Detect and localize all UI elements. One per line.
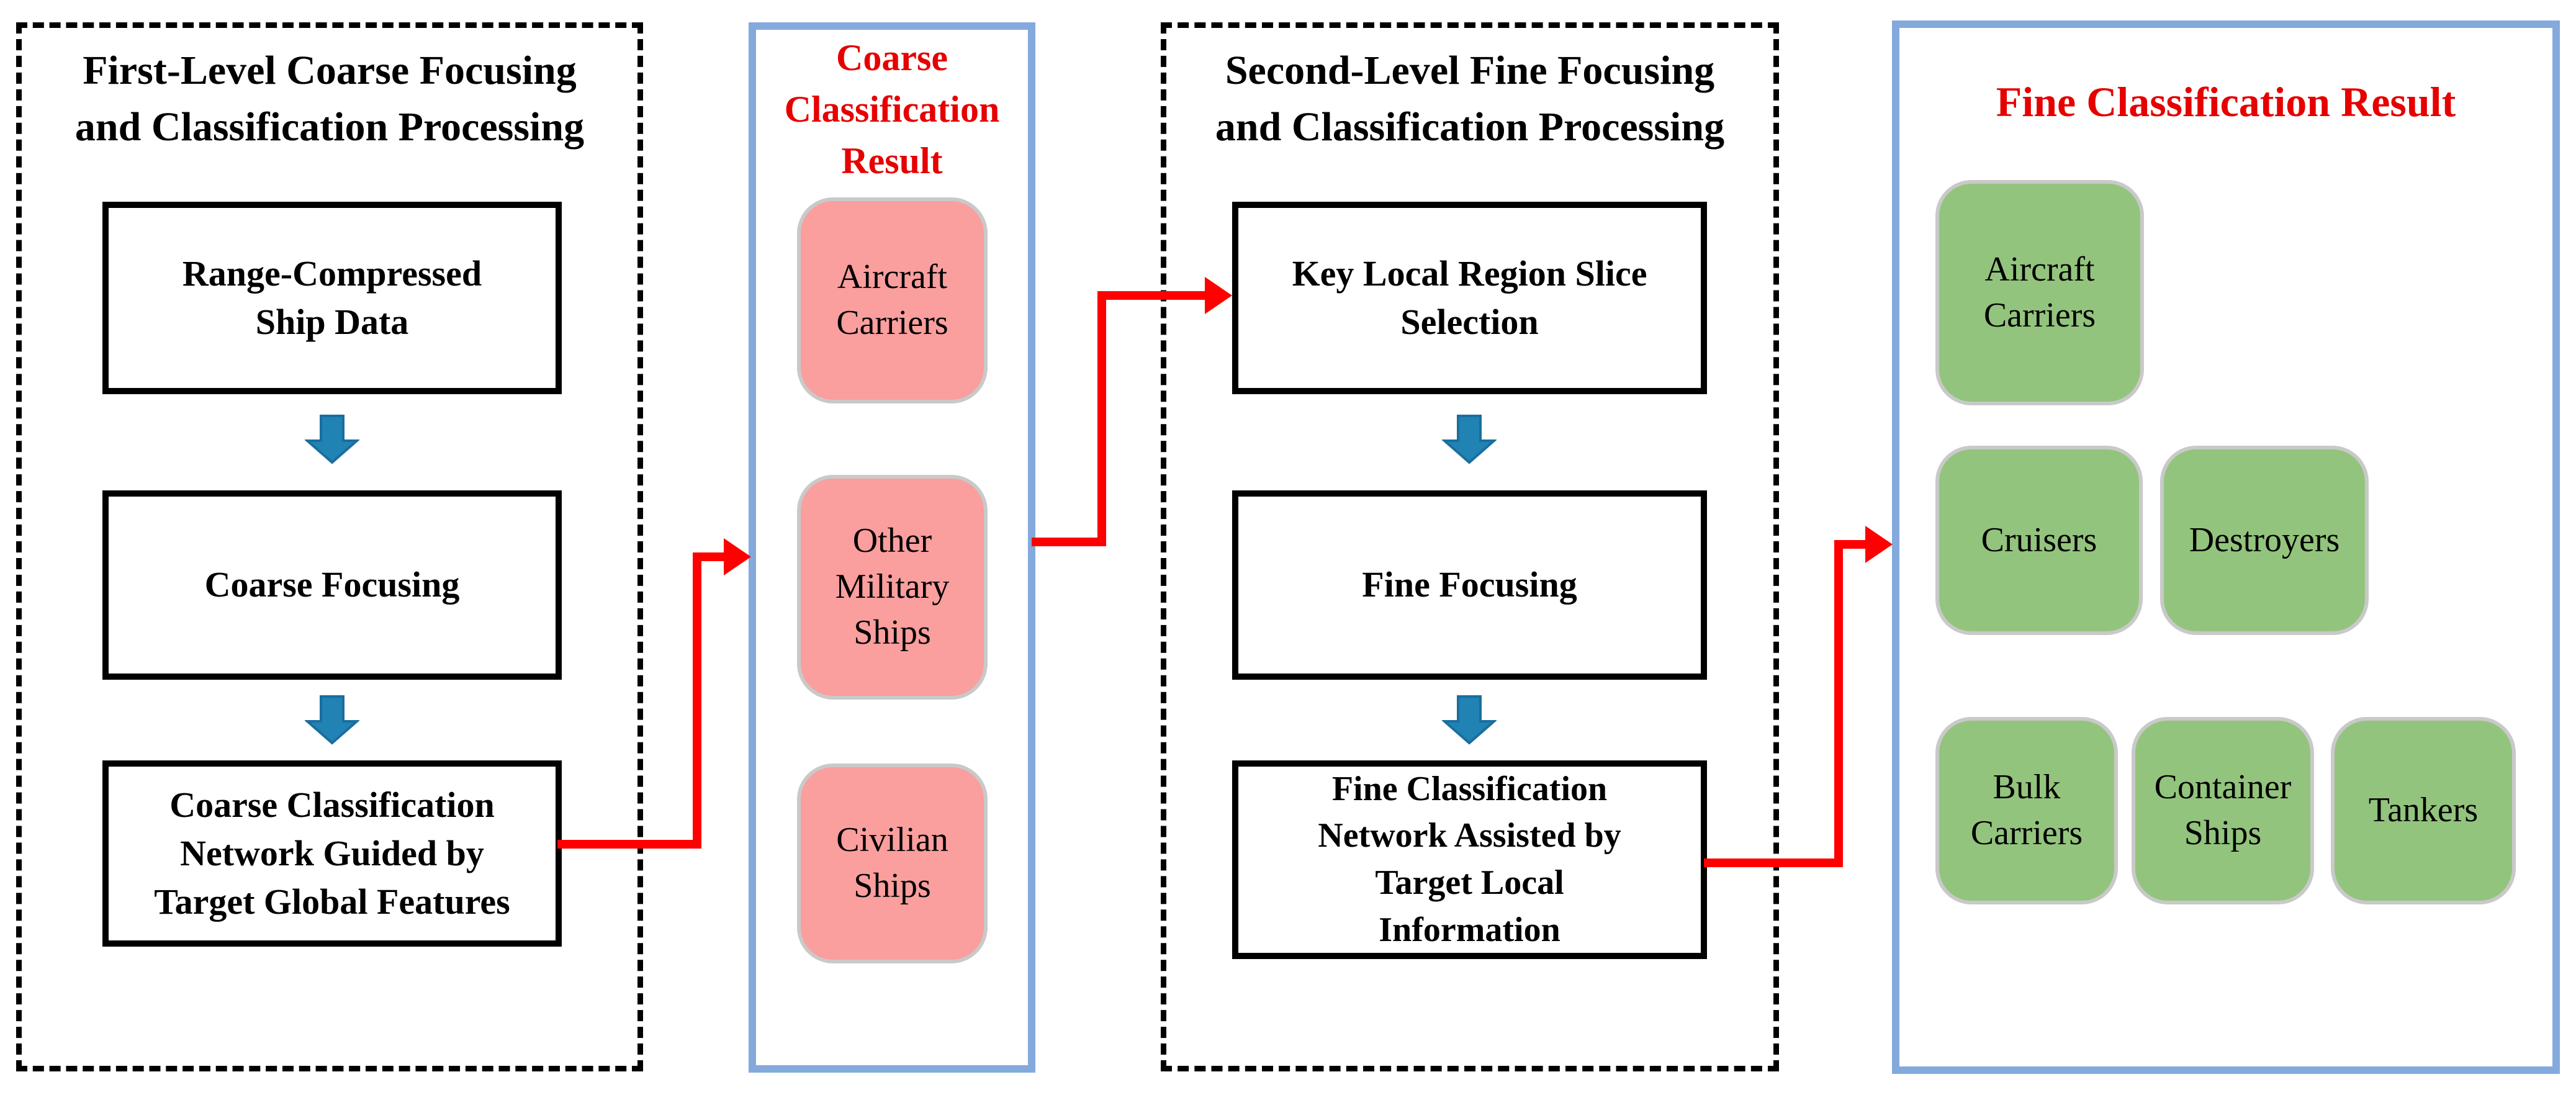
right-arrowhead-icon <box>1865 526 1893 563</box>
red-connector-coarse-to-result-h2 <box>693 552 725 561</box>
red-connector-result-to-fine-v <box>1097 291 1106 546</box>
result-box-other-military-ships: Other Military Ships <box>797 475 988 700</box>
process-box-coarse-focusing: Coarse Focusing <box>102 490 562 680</box>
process-box-range-compressed-ship-data: Range-Compressed Ship Data <box>102 202 562 394</box>
result-box-container-ships: Container Ships <box>2132 717 2314 904</box>
process-box-coarse-classification-network: Coarse Classification Network Guided by … <box>102 760 562 947</box>
result-box-destroyers: Destroyers <box>2160 446 2369 635</box>
process-box-fine-focusing: Fine Focusing <box>1232 490 1707 680</box>
red-connector-coarse-to-result-h1 <box>557 840 701 849</box>
down-arrow-icon <box>1442 415 1497 464</box>
right-arrowhead-icon <box>1205 277 1232 314</box>
result-box-aircraft-carriers-fine: Aircraft Carriers <box>1935 180 2144 405</box>
result-box-civilian-ships: Civilian Ships <box>797 764 988 963</box>
red-connector-result-to-fine-h1 <box>1032 538 1106 546</box>
panel-fine-processing-title: Second-Level Fine Focusing and Classific… <box>1215 48 1725 150</box>
result-box-aircraft-carriers-coarse: Aircraft Carriers <box>797 197 988 403</box>
red-connector-fine-to-result-v <box>1834 540 1843 867</box>
down-arrow-icon <box>305 695 359 745</box>
down-arrow-icon <box>1442 695 1497 745</box>
panel-coarse-processing-title: First-Level Coarse Focusing and Classifi… <box>74 48 585 150</box>
red-connector-fine-to-result-h1 <box>1704 858 1843 867</box>
result-box-tankers: Tankers <box>2331 717 2516 904</box>
down-arrow-icon <box>305 415 359 464</box>
red-connector-coarse-to-result-v <box>693 552 701 849</box>
process-box-fine-classification-network: Fine Classification Network Assisted by … <box>1232 760 1707 959</box>
red-connector-fine-to-result-h2 <box>1834 540 1867 549</box>
result-box-cruisers: Cruisers <box>1935 446 2143 635</box>
panel-coarse-result-title: Coarse Classification Result <box>784 37 1000 181</box>
panel-fine-result-title: Fine Classification Result <box>1996 78 2456 125</box>
red-connector-result-to-fine-h2 <box>1097 291 1206 300</box>
right-arrowhead-icon <box>724 538 751 575</box>
process-box-key-local-region-slice-selection: Key Local Region Slice Selection <box>1232 202 1707 394</box>
result-box-bulk-carriers: Bulk Carriers <box>1935 717 2118 904</box>
